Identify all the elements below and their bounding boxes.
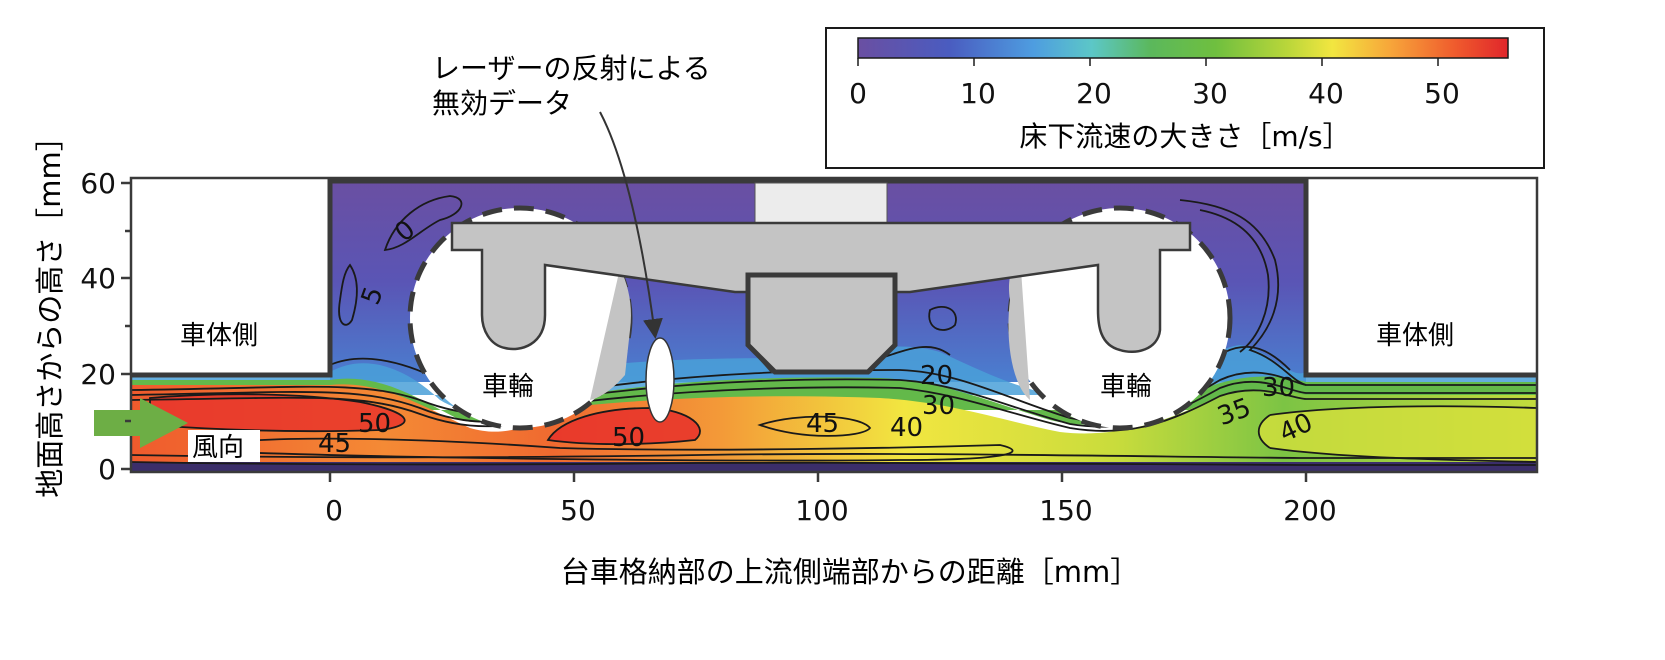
contour-label: 20	[920, 361, 953, 391]
colorbar-legend: 0 10 20 30 40 50 床下流速の大きさ［m/s］	[825, 27, 1545, 169]
wind-label-bg	[188, 430, 260, 462]
colorbar-tick-label: 30	[1192, 77, 1228, 110]
y-tick-label: 40	[80, 262, 116, 295]
wind-direction-arrow	[94, 398, 188, 448]
y-axis	[121, 181, 131, 471]
right-body-fill	[1308, 178, 1537, 373]
x-axis	[328, 472, 1308, 482]
colorbar-ticks	[857, 58, 1439, 66]
contour-label: 30	[1262, 373, 1295, 403]
y-tick-label: 20	[80, 358, 116, 391]
colorbar-tick-label: 10	[960, 77, 996, 110]
colorbar-gradient	[857, 37, 1509, 59]
bogie-center-box	[745, 272, 898, 375]
contour-label: 45	[318, 429, 351, 459]
y-tick-label: 0	[98, 453, 116, 486]
colorbar-tick-label: 20	[1076, 77, 1112, 110]
wheel-label-left: 車輪	[482, 372, 534, 402]
x-axis-label: 台車格納部の上流側端部からの距離［mm］	[561, 555, 1140, 589]
hot-core-left	[150, 394, 405, 432]
contour-label: 50	[358, 409, 391, 439]
left-body-fill	[131, 178, 328, 373]
wind-label: 風向	[192, 433, 244, 463]
contour-label: 40	[890, 413, 923, 443]
invalid-data-region	[645, 337, 675, 423]
x-tick-label: 0	[325, 494, 343, 527]
car-body-label-right: 車体側	[1376, 321, 1454, 351]
contour-label: 50	[612, 423, 645, 453]
colorbar-label: 床下流速の大きさ［m/s］	[1019, 120, 1350, 153]
x-tick-label: 200	[1283, 494, 1336, 527]
car-body-label-left: 車体側	[180, 321, 258, 351]
colorbar-tick-label: 0	[849, 77, 867, 110]
colorbar-tick-label: 50	[1424, 77, 1460, 110]
colorbar-tick-labels: 0 10 20 30 40 50	[849, 77, 1460, 110]
wheel-label-right: 車輪	[1100, 372, 1152, 402]
laser-annotation-arrow	[599, 111, 663, 339]
floor-layer	[131, 462, 1537, 472]
contour-label: 45	[806, 409, 839, 439]
laser-annotation-line2: 無効データ	[432, 87, 572, 120]
car-body-outline-front	[131, 178, 1537, 378]
laser-annotation-line1: レーザーの反射による	[432, 52, 711, 85]
colorbar-tick-label: 40	[1308, 77, 1344, 110]
y-axis-label: 地面高さからの高さ［mm］	[33, 122, 67, 498]
center-pin-block	[754, 182, 888, 224]
x-tick-label: 50	[560, 494, 596, 527]
y-tick-labels: 0 20 40 60	[80, 167, 116, 486]
x-tick-labels: 0 50 100 150 200	[325, 494, 1337, 527]
y-tick-label: 60	[80, 167, 116, 200]
contour-label: 30	[922, 391, 955, 421]
flow-band	[131, 384, 1537, 468]
right-yellow	[1258, 406, 1537, 462]
x-tick-label: 100	[795, 494, 848, 527]
x-tick-label: 150	[1039, 494, 1092, 527]
